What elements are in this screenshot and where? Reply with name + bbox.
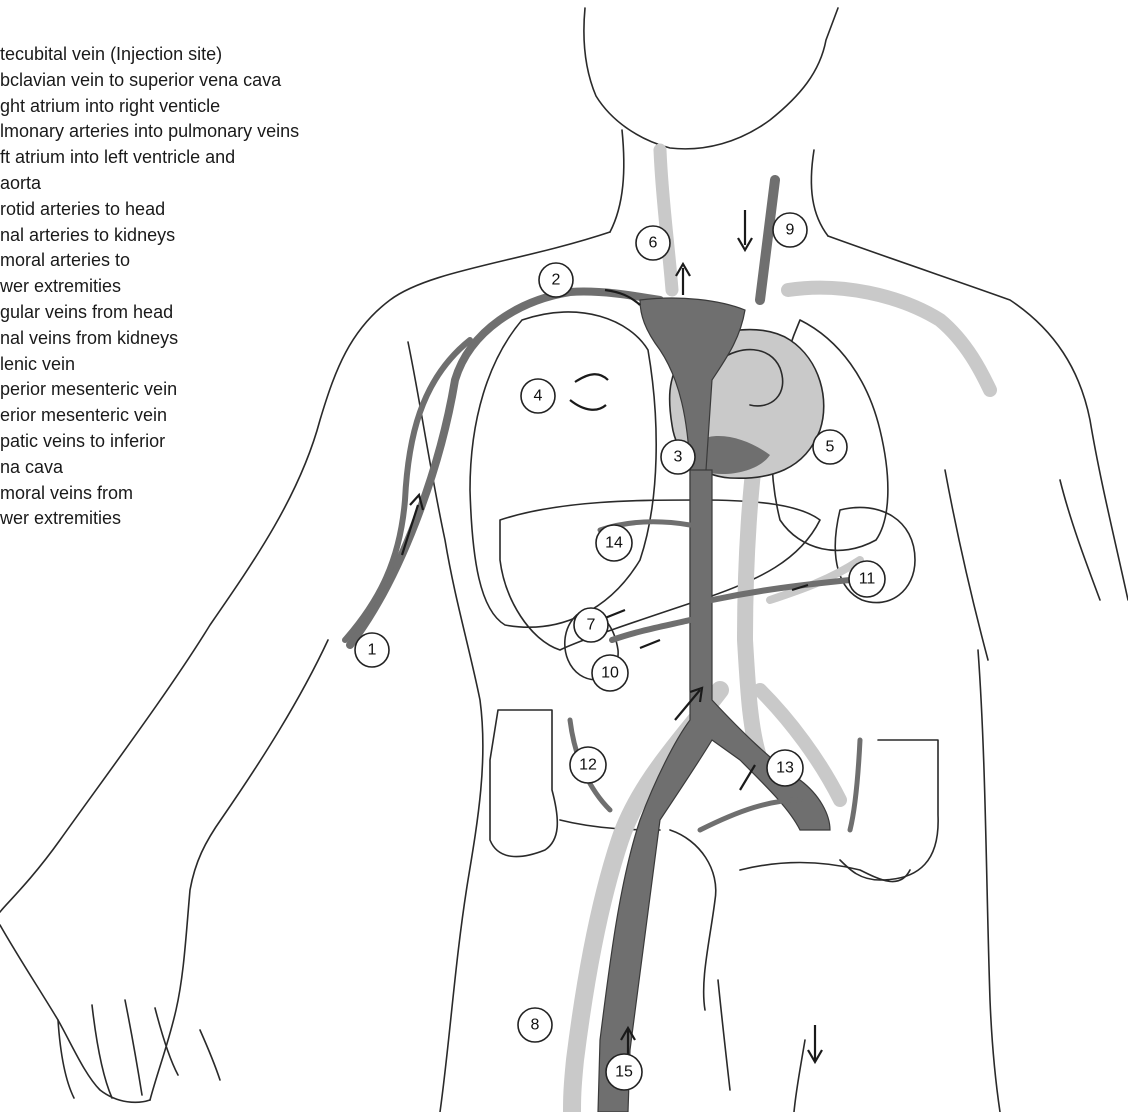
svg-text:3: 3 [674,449,683,466]
callout-4: 4 [521,379,555,413]
callout-7: 7 [574,608,608,642]
callout-2: 2 [539,263,573,297]
svg-text:2: 2 [552,272,561,289]
callout-13: 13 [767,750,803,786]
svg-text:11: 11 [859,571,876,588]
svg-text:15: 15 [615,1064,633,1081]
callout-12: 12 [570,747,606,783]
callout-10: 10 [592,655,628,691]
veins [345,180,860,1112]
svg-text:7: 7 [587,617,596,634]
body-outline [0,8,1128,1112]
svg-text:8: 8 [531,1017,540,1034]
svg-text:14: 14 [605,535,623,552]
svg-text:1: 1 [368,642,377,659]
callout-11: 11 [849,561,885,597]
callout-9: 9 [773,213,807,247]
callout-1: 1 [355,633,389,667]
svg-text:6: 6 [649,235,658,252]
svg-text:10: 10 [601,665,619,682]
svg-text:4: 4 [534,388,543,405]
callout-15: 15 [606,1054,642,1090]
callout-6: 6 [636,226,670,260]
callout-8: 8 [518,1008,552,1042]
callout-3: 3 [661,440,695,474]
svg-text:13: 13 [776,760,794,777]
svg-text:12: 12 [579,757,597,774]
callout-14: 14 [596,525,632,561]
svg-text:9: 9 [786,222,795,239]
svg-text:5: 5 [826,439,835,456]
callout-5: 5 [813,430,847,464]
